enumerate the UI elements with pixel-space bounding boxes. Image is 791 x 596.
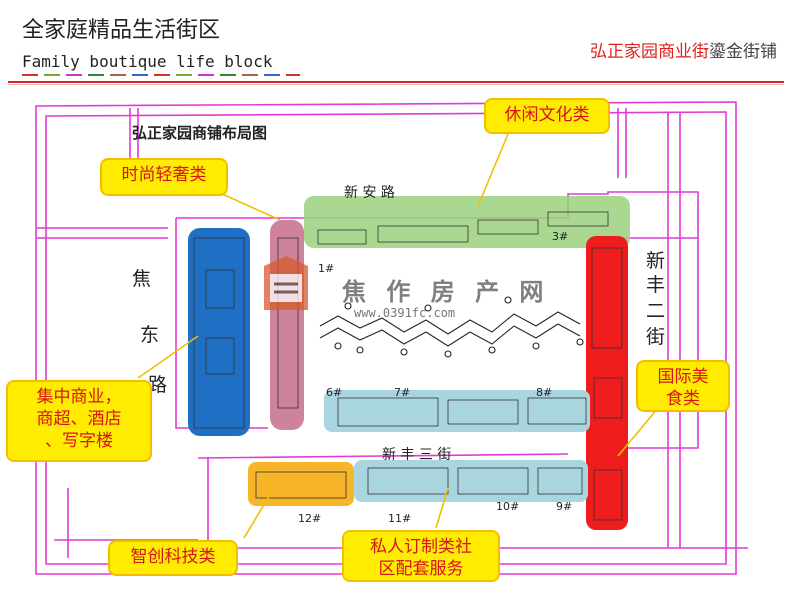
page-subtitle: Family boutique life block <box>22 52 273 71</box>
callout-tech-innovation: 智创科技类 <box>108 540 238 576</box>
callout-commerce-line-1: 集中商业， <box>36 387 122 407</box>
brand-red-text: 弘正家园商业街 <box>590 42 709 62</box>
central-structure <box>319 296 584 358</box>
watermark-name: 焦 作 房 产 网 <box>342 278 550 306</box>
zone-blue <box>188 228 250 436</box>
zone-lightblue-upper <box>324 390 590 432</box>
layout-title: 弘正家园商铺布局图 <box>132 124 268 142</box>
brand-gray-text: 鎏金街铺 <box>709 42 777 62</box>
block-label-1: 1# <box>318 262 335 275</box>
callout-commerce-line-2: 商超、酒店 <box>36 409 122 429</box>
zone-lightblue-lower <box>354 460 588 502</box>
header-divider <box>8 81 784 83</box>
road-label-jiaodong-2: 东 <box>140 324 160 346</box>
dashed-color-underline <box>22 74 300 76</box>
page-title: 全家庭精品生活街区 <box>22 18 221 43</box>
callout-commerce-line-3: 、写字楼 <box>45 431 113 451</box>
brand-label: 弘正家园商业街鎏金街铺 <box>590 37 777 62</box>
zone-red <box>586 236 628 530</box>
callout-food-line-2: 食类 <box>666 389 700 409</box>
block-label-11: 11# <box>388 512 412 525</box>
zone-orange <box>248 462 354 506</box>
block-label-7: 7# <box>394 386 411 399</box>
road-label-xinfeng2-1: 新 <box>646 250 666 272</box>
block-label-10: 10# <box>496 500 520 513</box>
callout-private-line-1: 私人订制类社 <box>370 537 472 557</box>
road-label-xinfeng2-3: 二 <box>646 300 666 322</box>
road-label-xinfeng3: 新 丰 三 街 <box>382 447 452 463</box>
header-divider-thin <box>8 84 784 85</box>
road-label-xinfeng2-4: 街 <box>646 326 666 348</box>
zone-pink <box>270 220 304 430</box>
callout-fashion-luxury: 时尚轻奢类 <box>100 158 228 196</box>
road-label-xinan: 新 安 路 <box>344 185 395 201</box>
callout-private-custom: 私人订制类社 区配套服务 <box>342 530 500 582</box>
block-label-6: 6# <box>326 386 343 399</box>
callout-food-line-1: 国际美 <box>657 367 709 387</box>
block-label-8: 8# <box>536 386 553 399</box>
callout-pointers <box>137 133 659 539</box>
callout-leisure-culture: 休闲文化类 <box>484 98 610 134</box>
watermark-logo <box>264 256 308 310</box>
building-outlines <box>193 211 623 521</box>
callout-private-line-2: 区配套服务 <box>378 559 464 579</box>
block-label-3: 3# <box>552 230 569 243</box>
road-label-jiaodong-3: 路 <box>148 374 168 396</box>
road-label-xinfeng2-2: 丰 <box>646 274 666 296</box>
callout-international-food: 国际美 食类 <box>636 360 730 412</box>
block-label-9: 9# <box>556 500 573 513</box>
zone-green <box>304 196 630 248</box>
road-label-jiaodong-1: 焦 <box>132 268 152 290</box>
block-label-12: 12# <box>298 512 322 525</box>
watermark-url: www.0391fc.com <box>354 306 456 320</box>
callout-commerce: 集中商业， 商超、酒店 、写字楼 <box>6 380 152 462</box>
